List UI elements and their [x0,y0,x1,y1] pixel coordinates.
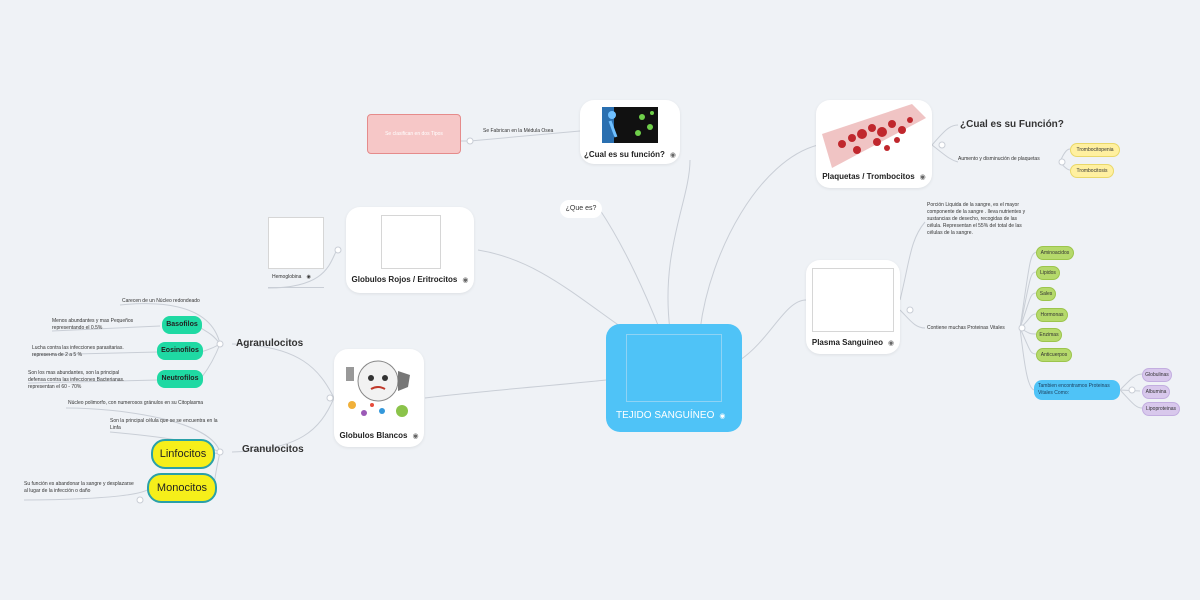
camera-icon: ◉ [412,433,419,440]
plaquetas-desc: Aumento y disminución de plaquetas [958,156,1040,162]
albumina-pill[interactable]: Albumina [1142,385,1170,399]
camera-icon: ◉ [719,413,726,420]
center-node[interactable]: TEJIDO SANGUÍNEO◉ [606,324,742,432]
globulos-rojos-card[interactable]: Globulos Rojos / Eritrocitos◉ [346,207,474,293]
hemoglobina-node[interactable]: Hemoglobina◉ [268,217,324,288]
proteinas-vitales-box[interactable]: Tambien encontramos Proteinas Vitales Co… [1034,380,1120,400]
plasma-card[interactable]: Plasma Sanguineo◉ [806,260,900,354]
plasma-image-placeholder [812,268,894,332]
linfocitos-desc: Son la principal célula que se se encuen… [110,418,218,431]
agran-note: Carecen de un Núcleo redondeado [122,298,200,304]
camera-icon: ◉ [462,277,469,284]
plasma-desc: Porción Liquida de la sangre, es el mayo… [927,202,1026,236]
globulos-blancos-card[interactable]: Globulos Blancos◉ [334,349,424,447]
plasma-contiene: Contiene muchas Proteinas Vitales [927,325,1005,331]
lipoproteinas-pill[interactable]: Lipoproteinas [1142,402,1180,416]
rojos-image-placeholder [381,215,441,269]
basofilos-pill[interactable]: Basofilos [162,316,202,334]
funcion-card-title: ¿Cual es su función?◉ [583,150,676,159]
medula-note: Se Fabrican en la Médula Osea [483,128,554,134]
camera-icon: ◉ [888,340,895,347]
monocitos-desc: Su función es abandonar la sangre y desp… [24,481,134,494]
anticuerpos-pill[interactable]: Anticuerpos [1036,348,1072,362]
agranulocitos-heading[interactable]: Agranulocitos [236,338,304,349]
lipidos-pill[interactable]: Lipidos [1036,266,1060,280]
hormonas-pill[interactable]: Hormonas [1036,308,1068,322]
monocitos-node[interactable]: Monocitos [147,473,217,503]
platelets-illustration [822,104,926,168]
neutrofilos-desc: Son los mas abundantes, son la principal… [28,370,125,390]
gran-note: Núcleo polimorfo, con numerosos gránulos… [68,400,204,406]
trombocitosis-pill[interactable]: Trombocitosis [1070,164,1114,178]
granulocitos-heading[interactable]: Granulocitos [242,444,304,455]
plaquetas-funcion-heading[interactable]: ¿Cual es su Función? [960,119,1064,130]
enzimas-pill[interactable]: Enzimas [1036,328,1062,342]
camera-icon: ◉ [669,152,676,159]
center-image-placeholder [626,334,722,402]
body-illustration [602,107,658,143]
globulinas-pill[interactable]: Globulinas [1142,368,1172,382]
eosinofilos-pill[interactable]: Eosinofilos [157,342,203,360]
neutrofilos-pill[interactable]: Neutrofilos [157,370,203,388]
rojos-title: Globulos Rojos / Eritrocitos◉ [351,275,469,284]
clasifican-box[interactable]: Se clasifican en dos Tipos [367,114,461,154]
sales-pill[interactable]: Sales [1036,287,1056,301]
basofilos-desc: Menos abundantes y mas Pequeños represen… [52,318,134,331]
camera-icon: ◉ [919,174,926,181]
que-es-node[interactable]: ¿Que es? [560,200,602,218]
funcion-card[interactable]: ¿Cual es su función?◉ [580,100,680,164]
plaquetas-card[interactable]: Plaquetas / Trombocitos◉ [816,100,932,188]
camera-icon: ◉ [306,274,311,280]
center-title: TEJIDO SANGUÍNEO◉ [616,410,726,421]
eosinofilos-desc: Lucha contra las infecciones parasitaria… [32,345,124,358]
trombocitopenia-pill[interactable]: Trombocitopenia [1070,143,1120,157]
blancos-title: Globulos Blancos◉ [339,431,419,440]
hemoglobina-label: Hemoglobina◉ [272,274,311,280]
plasma-title: Plasma Sanguineo◉ [811,338,895,347]
white-cell-illustration [342,353,416,425]
linfocitos-node[interactable]: Linfocitos [151,439,215,469]
plaquetas-title: Plaquetas / Trombocitos◉ [822,172,926,181]
hemoglobina-image-placeholder [268,217,324,269]
aminoacidos-pill[interactable]: Aminoacidos [1036,246,1074,260]
